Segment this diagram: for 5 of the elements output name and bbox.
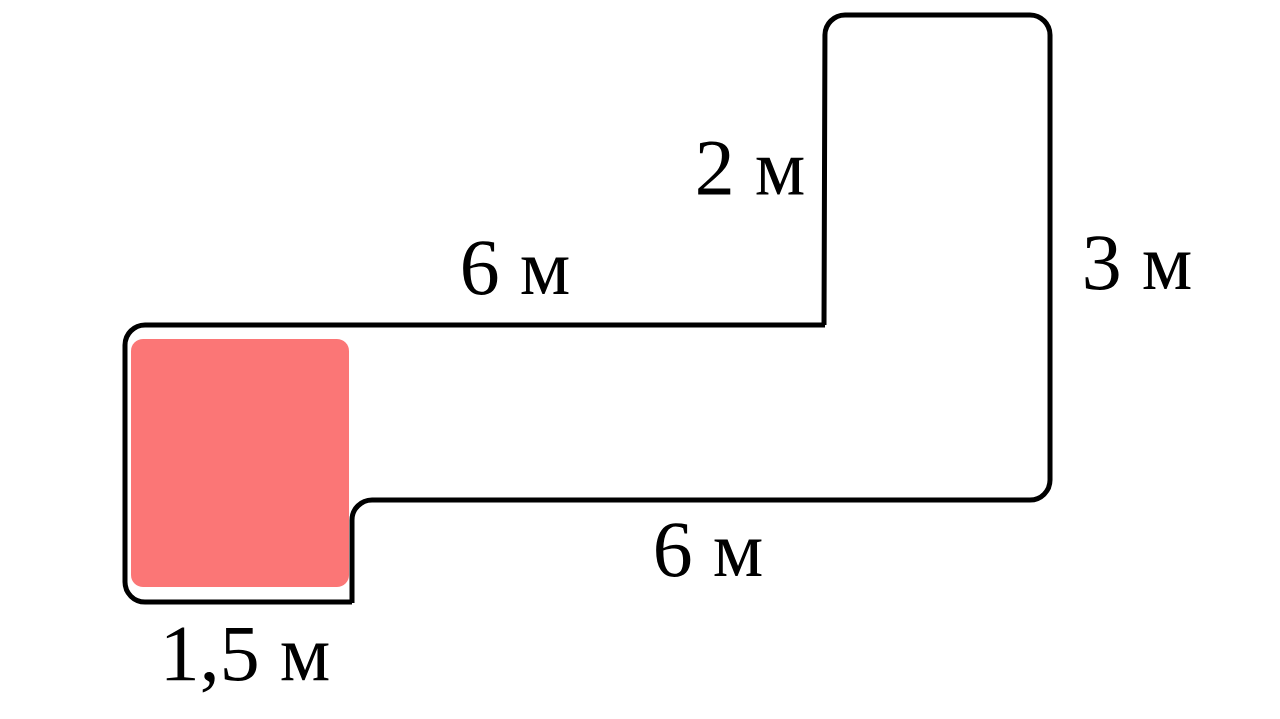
dimension-label: 3 м: [1085, 236, 1191, 290]
dimension-label: 2 м: [698, 141, 804, 195]
dimension-label: 6 м: [656, 523, 762, 577]
dimension-label: 1,5 м: [166, 627, 329, 693]
dimension-label: 6 м: [463, 241, 569, 295]
